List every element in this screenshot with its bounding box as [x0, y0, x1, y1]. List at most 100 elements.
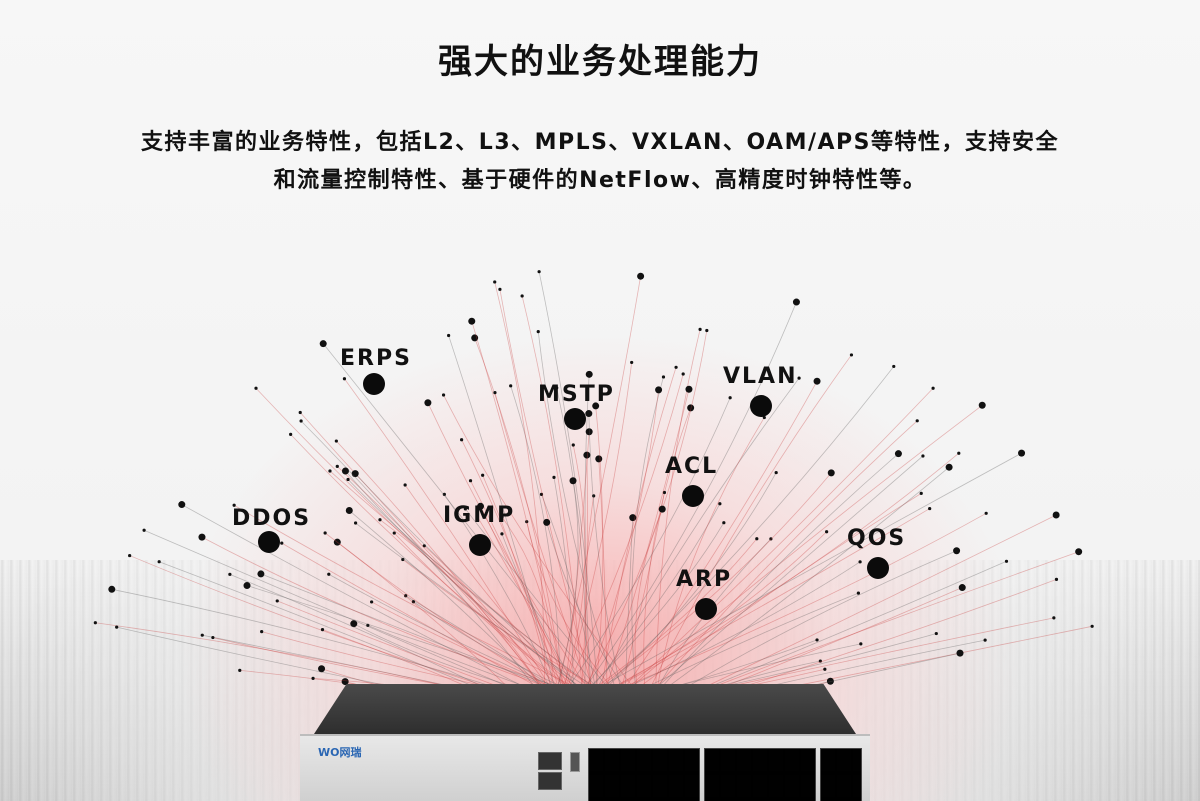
network-node: [328, 469, 332, 473]
network-node: [178, 501, 186, 509]
network-node: [232, 503, 236, 507]
network-node: [299, 419, 303, 423]
network-node: [655, 386, 663, 394]
network-line: [569, 366, 895, 721]
network-node: [128, 553, 132, 558]
network-node: [500, 532, 504, 536]
network-line: [537, 331, 627, 721]
network-line: [336, 440, 566, 721]
network-node: [931, 386, 935, 390]
network-node: [468, 479, 473, 483]
network-line: [538, 271, 601, 721]
network-node: [658, 505, 666, 513]
network-node: [956, 649, 964, 657]
feature-dot-qos: [867, 557, 889, 579]
network-node: [498, 287, 502, 291]
network-node: [859, 642, 863, 646]
network-node: [774, 470, 778, 475]
page-title: 强大的业务处理能力: [438, 42, 762, 82]
feature-dot-arp: [695, 598, 717, 620]
network-node: [424, 399, 432, 407]
usb-port-icon: [570, 752, 580, 772]
network-node: [569, 477, 577, 485]
feature-dot-erps: [363, 373, 385, 395]
network-node: [1090, 624, 1094, 628]
network-node: [858, 560, 862, 564]
network-line: [299, 412, 593, 721]
brand-logo: WO网瑞: [318, 746, 362, 759]
network-node: [477, 502, 485, 510]
network-node: [366, 623, 370, 627]
network-line: [592, 404, 983, 721]
network-node: [705, 328, 709, 333]
network-node: [661, 375, 666, 379]
network-node: [441, 393, 446, 397]
network-node: [243, 582, 251, 590]
network-node: [320, 628, 325, 632]
network-node: [552, 475, 556, 479]
network-node: [583, 451, 591, 459]
network-node: [370, 600, 374, 604]
network-node: [334, 439, 338, 443]
network-node: [198, 533, 206, 541]
network-node: [115, 625, 119, 629]
network-line: [561, 301, 797, 721]
network-line: [643, 407, 692, 721]
network-line: [618, 455, 924, 721]
network-line: [592, 405, 604, 721]
network-node: [571, 443, 575, 447]
network-node: [1018, 449, 1026, 457]
feature-dot-vlan: [750, 395, 772, 417]
network-node: [481, 473, 485, 477]
network-node: [1075, 548, 1083, 556]
network-node: [211, 635, 215, 640]
network-line: [652, 417, 765, 721]
feature-dot-mstp: [564, 408, 586, 430]
network-node: [311, 676, 315, 680]
network-node: [327, 572, 331, 576]
network-line: [584, 374, 594, 721]
network-node: [298, 410, 302, 415]
network-node: [592, 402, 600, 410]
network-node: [685, 385, 693, 393]
network-node: [1052, 616, 1056, 620]
network-node: [353, 521, 358, 525]
network-line: [448, 335, 565, 721]
network-node: [500, 515, 504, 519]
network-node: [630, 360, 634, 365]
description-line-2: 和流量控制特性、基于硬件的NetFlow、高精度时钟特性等。: [273, 168, 927, 193]
network-node: [346, 477, 350, 482]
network-node: [892, 364, 896, 369]
network-node: [333, 538, 341, 546]
network-node: [681, 372, 685, 376]
network-node: [275, 599, 279, 603]
network-line: [494, 392, 601, 721]
network-node: [629, 514, 637, 522]
feature-label-acl: ACL: [665, 454, 719, 479]
network-node: [509, 384, 513, 388]
network-line: [344, 378, 571, 721]
network-switch-icon: WO网瑞: [300, 684, 870, 801]
network-line: [592, 388, 934, 721]
network-node: [769, 537, 773, 541]
network-node: [797, 376, 801, 380]
network-node: [1004, 559, 1009, 563]
network-line: [632, 453, 899, 721]
network-line: [322, 343, 623, 721]
network-node: [520, 294, 524, 298]
network-node: [404, 594, 408, 598]
feature-dot-acl: [682, 485, 704, 507]
network-node: [200, 633, 204, 637]
network-line: [627, 420, 918, 721]
network-node: [813, 377, 821, 385]
network-node: [595, 455, 603, 463]
network-line: [595, 389, 690, 721]
page-description: 支持丰富的业务特性，包括L2、L3、MPLS、VXLAN、OAM/APS等特性，…: [60, 124, 1140, 200]
network-node: [447, 333, 451, 338]
network-node: [825, 530, 829, 534]
network-node: [849, 353, 854, 357]
network-node: [674, 365, 678, 369]
network-line: [255, 388, 617, 721]
network-node: [351, 470, 359, 478]
